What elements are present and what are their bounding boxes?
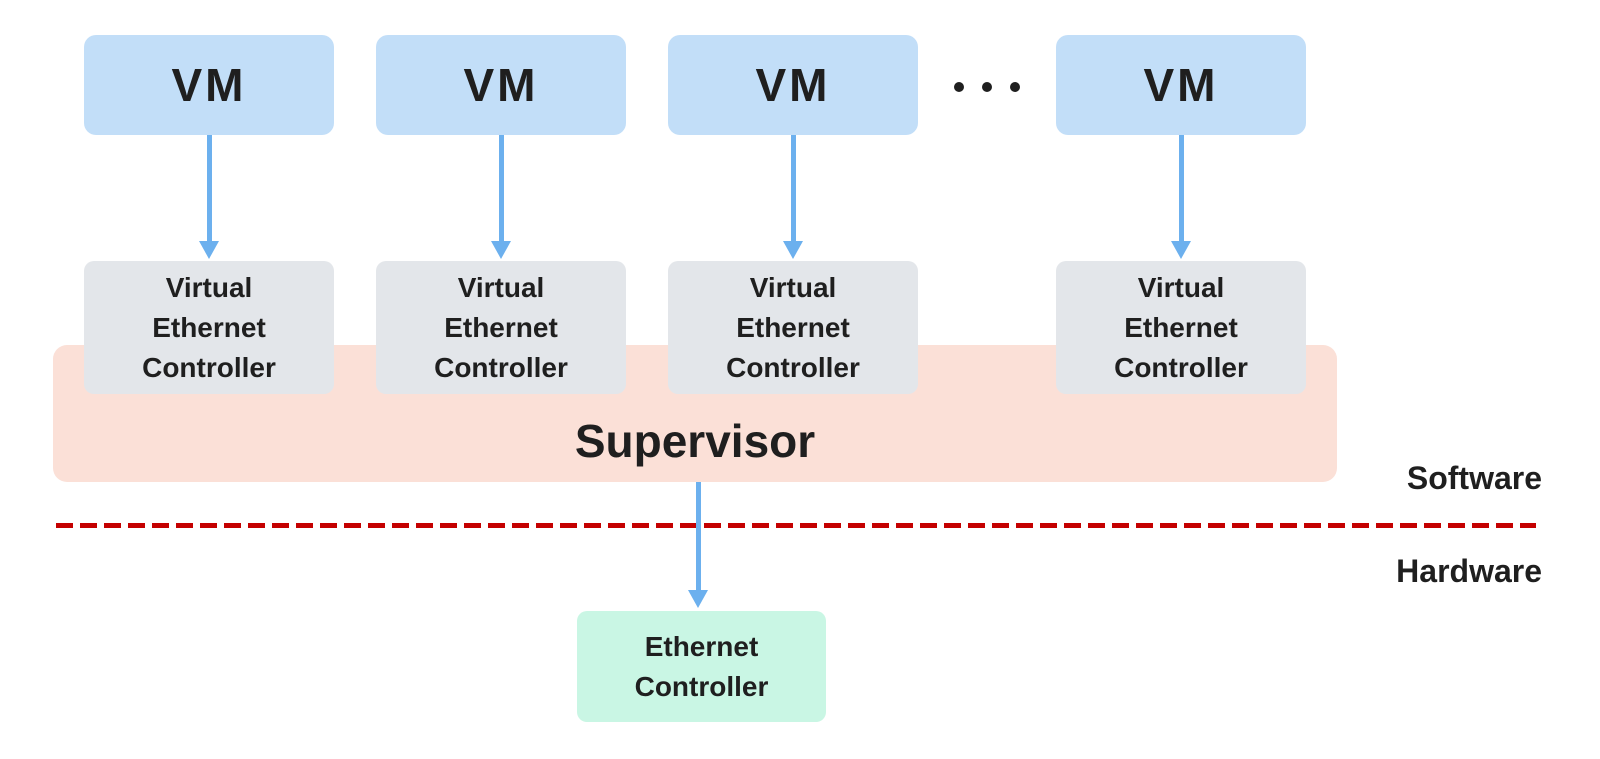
vm-box-3: VM <box>668 35 918 135</box>
vm1-to-vec1-arrow-icon <box>199 135 219 259</box>
arrow-head <box>491 241 511 259</box>
vm-box-1: VM <box>84 35 334 135</box>
virtual-ethernet-controller-box-3: Virtual Ethernet Controller <box>668 261 918 394</box>
vm-box-4: VM <box>1056 35 1306 135</box>
dot-icon <box>1010 82 1020 92</box>
virtual-ethernet-controller-box-1: Virtual Ethernet Controller <box>84 261 334 394</box>
software-label: Software <box>1406 460 1542 496</box>
arrow-head <box>783 241 803 259</box>
arrow-shaft <box>498 135 504 243</box>
arrow-head <box>199 241 219 259</box>
virtual-ethernet-controller-box-4: Virtual Ethernet Controller <box>1056 261 1306 394</box>
arrow-shaft <box>790 135 796 243</box>
dot-icon <box>954 82 964 92</box>
software-hardware-divider <box>56 523 1536 528</box>
supervisor-label: Supervisor <box>574 415 816 467</box>
virtual-ethernet-controller-box-2: Virtual Ethernet Controller <box>376 261 626 394</box>
ethernet-controller-box: Ethernet Controller <box>577 611 826 722</box>
vm2-to-vec2-arrow-icon <box>491 135 511 259</box>
supervisor-to-ethernet-arrow-icon <box>688 482 708 608</box>
arrow-head <box>688 590 708 608</box>
arrow-shaft <box>1178 135 1184 243</box>
arrow-shaft <box>695 482 701 592</box>
vm-box-2: VM <box>376 35 626 135</box>
vm4-to-vec4-arrow-icon <box>1171 135 1191 259</box>
dot-icon <box>982 82 992 92</box>
hardware-label: Hardware <box>1396 553 1542 589</box>
ellipsis-icon <box>954 82 1020 92</box>
vm3-to-vec3-arrow-icon <box>783 135 803 259</box>
arrow-head <box>1171 241 1191 259</box>
arrow-shaft <box>206 135 212 243</box>
